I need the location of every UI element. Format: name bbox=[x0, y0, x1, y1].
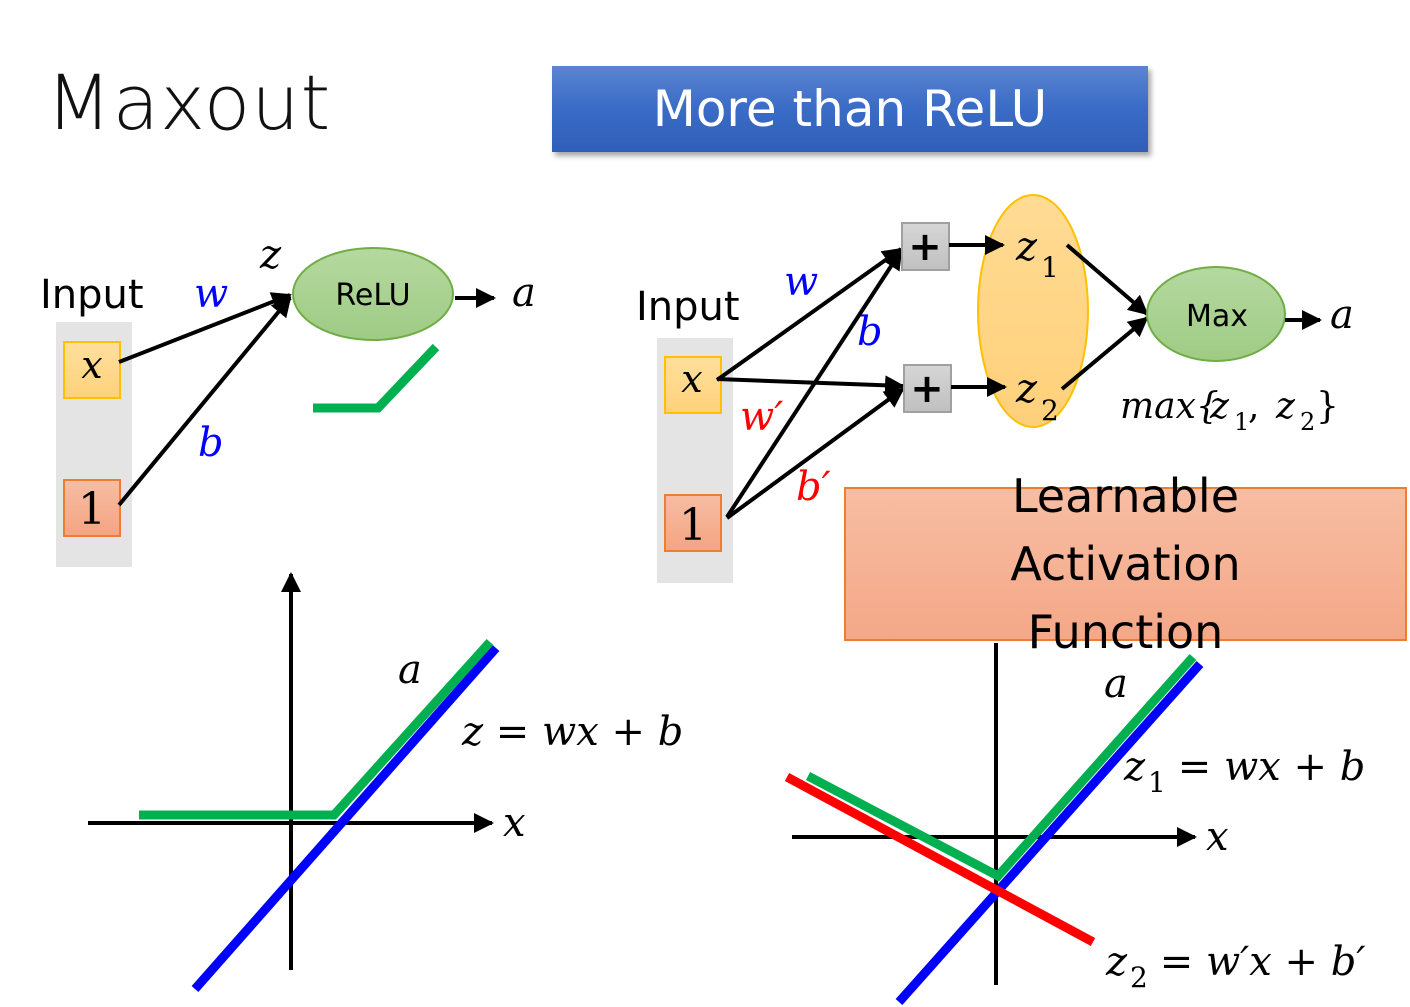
relu-shape-icon bbox=[313, 343, 440, 413]
group-ellipse bbox=[977, 194, 1089, 428]
input-1-label: 1 bbox=[78, 484, 106, 535]
eq2-rhs: = w′x + b′ bbox=[1147, 939, 1365, 985]
edge-1-to-relu bbox=[117, 296, 292, 507]
maxout-input-x-box bbox=[664, 356, 722, 414]
banner-text: More than ReLU bbox=[652, 80, 1048, 138]
edge-x-to-sum1 bbox=[715, 247, 903, 382]
edge-x-to-relu bbox=[118, 292, 292, 364]
max-formula-suffix: } bbox=[1316, 386, 1339, 427]
maxout-plot-eq2: z 2 = w′x + b′ bbox=[1105, 939, 1365, 994]
weight-b-label: b bbox=[198, 420, 224, 466]
max-formula-sub2: 2 bbox=[1300, 408, 1315, 436]
maxout-plot-x-label: x bbox=[1206, 814, 1229, 860]
maxout-plot-z1-line bbox=[895, 661, 1204, 1005]
relu-plot: a x z = wx + b bbox=[88, 572, 683, 992]
max-formula-comma: , bbox=[1248, 386, 1259, 427]
maxout-network: Input x 1 w b w′ b′ + + z 1 z 2 Max a bbox=[636, 194, 1354, 583]
plus-icon: + bbox=[908, 224, 942, 270]
maxout-input-1-label: 1 bbox=[679, 500, 707, 551]
max-formula-prefix: max{ bbox=[1120, 386, 1219, 427]
input-x-label: x bbox=[81, 343, 102, 387]
z1-label: z bbox=[1015, 224, 1038, 270]
sum-box-2 bbox=[903, 364, 952, 413]
edge-1-to-sum2 bbox=[725, 387, 905, 520]
relu-plot-equation: z = wx + b bbox=[461, 709, 683, 755]
z1-subscript: 1 bbox=[1041, 251, 1059, 284]
sum-box-1 bbox=[901, 222, 950, 271]
eq1-sub: 1 bbox=[1148, 766, 1166, 799]
edge-z1-to-max bbox=[1065, 243, 1149, 316]
maxout-weight-w-prime-label: w′ bbox=[740, 394, 783, 440]
input-x-box bbox=[63, 341, 121, 399]
max-formula-z2: z bbox=[1275, 386, 1296, 427]
relu-network: Input x 1 w b z ReLU a bbox=[40, 232, 536, 567]
banner-more-than-relu: More than ReLU bbox=[552, 66, 1148, 152]
maxout-plot-eq1: z 1 = wx + b bbox=[1123, 744, 1365, 799]
slide-title: Maxout bbox=[46, 58, 332, 147]
maxout-input-x-label: x bbox=[681, 357, 702, 401]
plus-icon: + bbox=[910, 366, 944, 412]
relu-plot-a-curve bbox=[139, 638, 494, 820]
max-output-a-label: a bbox=[1330, 292, 1354, 338]
eq2-lhs: z bbox=[1105, 939, 1128, 985]
relu-plot-x-label: x bbox=[503, 800, 526, 846]
relu-node bbox=[292, 247, 454, 341]
z2-label: z bbox=[1015, 366, 1038, 412]
max-node-label: Max bbox=[1186, 299, 1248, 334]
edge-x-to-sum2 bbox=[716, 375, 905, 396]
max-formula-z1: z bbox=[1209, 386, 1230, 427]
maxout-weight-w-label: w bbox=[784, 259, 818, 305]
learnable-activation-callout: Learnable Activation Function bbox=[844, 469, 1407, 659]
relu-plot-z-line bbox=[191, 645, 500, 992]
eq2-sub: 2 bbox=[1130, 961, 1148, 994]
relu-output-a-label: a bbox=[512, 270, 536, 316]
eq1-lhs: z bbox=[1123, 744, 1146, 790]
max-formula-sub1: 1 bbox=[1234, 408, 1249, 436]
edge-z2-to-max bbox=[1060, 316, 1149, 391]
input-1-box bbox=[63, 479, 121, 537]
maxout-input-label: Input bbox=[636, 284, 740, 330]
weight-w-label: w bbox=[194, 271, 228, 317]
maxout-weight-b-prime-label: b′ bbox=[796, 464, 831, 510]
maxout-input-1-box bbox=[664, 494, 722, 552]
maxout-weight-b-label: b bbox=[857, 309, 883, 355]
callout-text: Learnable Activation Function bbox=[1010, 469, 1241, 659]
pre-activation-z-label: z bbox=[259, 232, 282, 278]
maxout-plot: a x z 1 = wx + b z 2 = w′x + b′ bbox=[784, 643, 1365, 1005]
relu-node-label: ReLU bbox=[335, 278, 410, 313]
z2-subscript: 2 bbox=[1041, 394, 1059, 427]
max-node bbox=[1146, 266, 1286, 362]
maxout-plot-z2-line bbox=[784, 773, 1096, 946]
eq1-rhs: = wx + b bbox=[1165, 744, 1365, 790]
maxout-plot-a-curve bbox=[805, 654, 1197, 882]
maxout-plot-a-label: a bbox=[1104, 661, 1128, 707]
max-formula: max{ z 1 , z 2 } bbox=[1120, 386, 1339, 436]
relu-plot-a-label: a bbox=[398, 647, 422, 693]
input-label: Input bbox=[40, 272, 144, 318]
